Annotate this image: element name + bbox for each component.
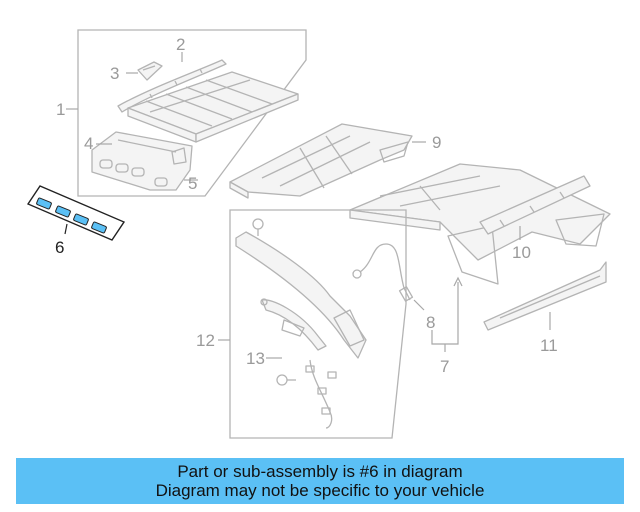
seal-part-13 xyxy=(260,298,337,429)
info-banner: Part or sub-assembly is #6 in diagram Di… xyxy=(16,458,624,504)
part-6-tab-1 xyxy=(36,197,52,210)
banner-line-2: Diagram may not be specific to your vehi… xyxy=(155,481,485,500)
callout-5: 5 xyxy=(188,174,197,193)
callout-4: 4 xyxy=(84,134,93,153)
callout-2: 2 xyxy=(176,35,185,54)
pillar-trim-part-12 xyxy=(235,218,367,359)
clip-part-3 xyxy=(137,61,163,81)
bracket-7 xyxy=(431,276,463,352)
callout-3: 3 xyxy=(110,64,119,83)
pillar-group-box xyxy=(229,209,407,439)
part-6-tab-3 xyxy=(73,213,89,226)
leader-6 xyxy=(64,223,68,235)
weatherstrip-part-2 xyxy=(117,59,227,113)
banner-line-1: Part or sub-assembly is #6 in diagram xyxy=(177,462,463,481)
callout-10: 10 xyxy=(512,243,531,262)
callout-8: 8 xyxy=(426,313,435,332)
roof-tray-part-9 xyxy=(229,123,413,199)
callout-9: 9 xyxy=(432,133,441,152)
console-frame-part-4 xyxy=(91,131,193,191)
cable-part-8 xyxy=(352,243,414,302)
callout-7: 7 xyxy=(440,357,449,376)
callout-1: 1 xyxy=(56,100,65,119)
roof-panel xyxy=(349,163,611,285)
part-6-tab-2 xyxy=(55,205,71,218)
headliner-panel-part-1 xyxy=(127,71,299,143)
callout-13: 13 xyxy=(246,349,265,368)
callout-11: 11 xyxy=(540,336,558,355)
callout-12: 12 xyxy=(196,331,215,350)
headliner-group-box xyxy=(77,29,307,197)
part-6-tab-4 xyxy=(91,221,107,234)
callout-6: 6 xyxy=(55,238,64,257)
latch-strip-part-10 xyxy=(479,175,605,247)
trim-strip-part-11 xyxy=(483,261,607,331)
highlighted-part-6 xyxy=(26,185,126,241)
